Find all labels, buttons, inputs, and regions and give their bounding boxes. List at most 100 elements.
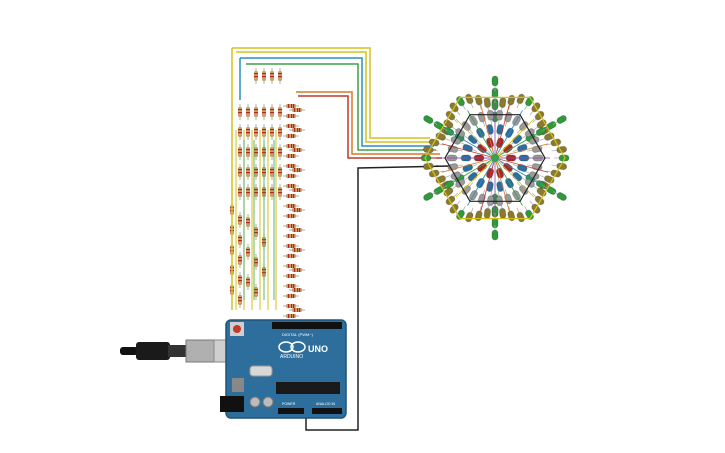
spoke-wire [447,157,496,186]
resistor [283,124,299,128]
resistor [238,104,242,120]
resistor [278,144,282,160]
led [483,97,492,113]
led [499,161,514,173]
analog-header-label: ANALOG IN [316,402,336,406]
led [476,143,491,155]
resistor [254,284,258,300]
led [423,191,438,201]
led [465,207,474,223]
resistor [238,164,242,180]
resistor [270,124,274,140]
crystal [249,365,273,377]
spoke-wire [494,157,535,198]
capacitor-1 [249,396,261,408]
led [491,75,499,91]
spoke-wire [494,110,523,159]
resistor [262,104,266,120]
resistor [283,224,299,228]
digital-header-label: DIGITAL (PWM~) [282,332,314,337]
resistor [283,274,299,278]
led [420,154,436,162]
resistor [262,68,266,84]
led [495,190,504,207]
led [552,191,567,201]
resistor [254,184,258,200]
led [486,190,495,207]
spoke-wire [467,157,496,206]
resistor [238,292,242,308]
resistor [289,288,305,292]
model-label: UNO [308,344,328,354]
resistor [283,254,299,258]
led [465,93,474,109]
resistor [283,244,299,248]
resistor [254,124,258,140]
resistor [283,104,299,108]
led [491,225,499,241]
led [486,109,495,126]
analog-header [312,408,342,414]
resistor [283,284,299,288]
spoke-wire [441,157,496,173]
arduino-logo [278,341,306,353]
wire [298,95,442,159]
power-jack[interactable] [220,396,244,412]
resistor [246,144,250,160]
resistor [289,308,305,312]
spoke-wire [494,143,549,159]
resistor [283,204,299,208]
wire [236,51,432,143]
spoke-wire [447,130,496,159]
led [552,115,567,125]
resistor [238,272,242,288]
resistor [246,104,250,120]
resistor [278,104,282,120]
arduino-logo-text: ARDUINO [280,354,303,360]
led [423,115,438,125]
led [554,154,570,162]
resistor [246,274,250,290]
resistor [254,68,258,84]
wire [246,63,436,151]
resistor [289,108,305,112]
resistor [278,124,282,140]
spoke-wire [467,110,496,159]
resistor [283,264,299,268]
spoke-wire [494,130,543,159]
arduino-uno-board[interactable]: DIGITAL (PWM~) ARDUINO UNO POWER ANALOG … [220,319,347,419]
spoke-wire [494,157,523,206]
spoke-wire [494,104,510,159]
resistor [283,144,299,148]
resistor [289,148,305,152]
led [509,169,523,182]
spoke-wire [494,118,535,159]
resistor [278,68,282,84]
wire [296,91,440,155]
wire [240,57,434,147]
hex-wire [424,96,566,220]
spoke-wire [480,157,496,212]
resistor [254,104,258,120]
led [495,109,504,126]
usb-cable[interactable] [120,339,243,363]
resistor [283,114,299,118]
resistor [283,174,299,178]
resistor [283,304,299,308]
resistor [262,124,266,140]
led [516,207,525,223]
resistor [238,124,242,140]
spoke-wire [480,104,496,159]
resistor [283,134,299,138]
resistor [270,184,274,200]
resistor [270,104,274,120]
resistor [289,268,305,272]
resistor [246,214,250,230]
led [542,121,557,131]
resistor [283,164,299,168]
spoke-wire [494,157,510,212]
spoke-wire [455,118,496,159]
resistor [254,144,258,160]
resistor [283,234,299,238]
